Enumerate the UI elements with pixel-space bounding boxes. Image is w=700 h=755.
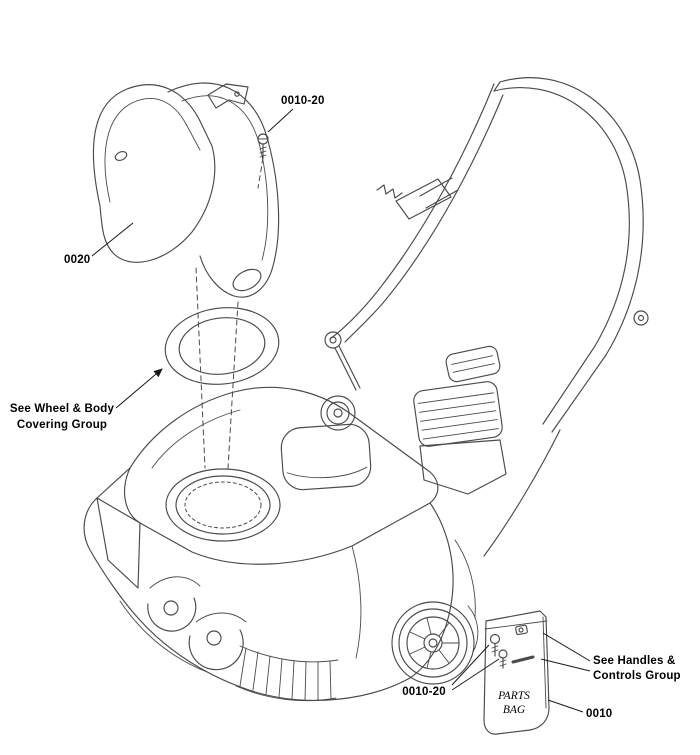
text-labels: 0010-20 0020 See Wheel & Body Covering G…	[10, 95, 681, 720]
label-bag-screws: 0010-20	[402, 686, 446, 698]
leader-handles-2	[540, 658, 591, 672]
label-top-screw: 0010-20	[281, 95, 325, 107]
bag-screw-1	[489, 633, 501, 657]
leader-lines	[91, 108, 591, 713]
engine-block	[419, 439, 507, 495]
label-chute: 0020	[64, 254, 90, 266]
machine-art	[83, 77, 649, 735]
assembly-dashed-lines	[195, 157, 264, 469]
label-wheel-body-ref-line2: Covering Group	[17, 419, 107, 431]
handle-knob-left	[324, 331, 342, 349]
handle-support-rod	[483, 429, 561, 557]
air-cleaner	[445, 345, 501, 383]
body-deck	[83, 386, 476, 701]
chute-deflector	[92, 82, 280, 298]
top-screw	[257, 133, 269, 159]
leader-bag	[547, 699, 584, 713]
left-side-plate	[96, 497, 141, 589]
control-panel	[395, 178, 452, 220]
engine-group	[280, 345, 507, 495]
ribbed-guard	[239, 647, 332, 701]
parts-bag	[483, 610, 550, 735]
leader-chute	[91, 222, 134, 257]
leader-bag-screws-2	[451, 658, 500, 691]
handle-knob-right	[633, 310, 649, 326]
handle-assembly	[324, 77, 649, 557]
auger-group	[147, 576, 339, 702]
mounting-bracket	[207, 83, 249, 109]
chute-crank-rod	[334, 345, 361, 391]
parts-bag-text-line2: BAG	[503, 704, 526, 716]
label-wheel-body-ref-line1: See Wheel & Body	[10, 403, 115, 415]
leader-top-screw	[267, 108, 294, 133]
deck-opening-rim	[165, 468, 281, 542]
leader-handles-1	[542, 632, 591, 662]
bag-pin	[511, 655, 535, 664]
ring-gasket	[164, 307, 280, 385]
leader-bag-screws-1	[451, 644, 490, 686]
parts-bag-text-line1: PARTS	[497, 690, 530, 702]
body-silhouette	[83, 467, 454, 701]
muffler	[413, 381, 503, 447]
label-handles-ref-line1: See Handles &	[593, 655, 676, 667]
fuel-cap	[320, 395, 356, 431]
fuel-tank	[280, 423, 372, 491]
wheel-spokes	[409, 617, 460, 669]
bag-screw-2	[498, 649, 508, 669]
leader-wheel-body-arrow	[115, 368, 163, 409]
bag-clip	[515, 624, 528, 636]
label-bag: 0010	[586, 708, 612, 720]
deck-opening	[175, 475, 271, 535]
wheel	[391, 601, 479, 685]
label-handles-ref-line2: Controls Group	[593, 670, 681, 682]
spring-detail	[376, 184, 403, 199]
